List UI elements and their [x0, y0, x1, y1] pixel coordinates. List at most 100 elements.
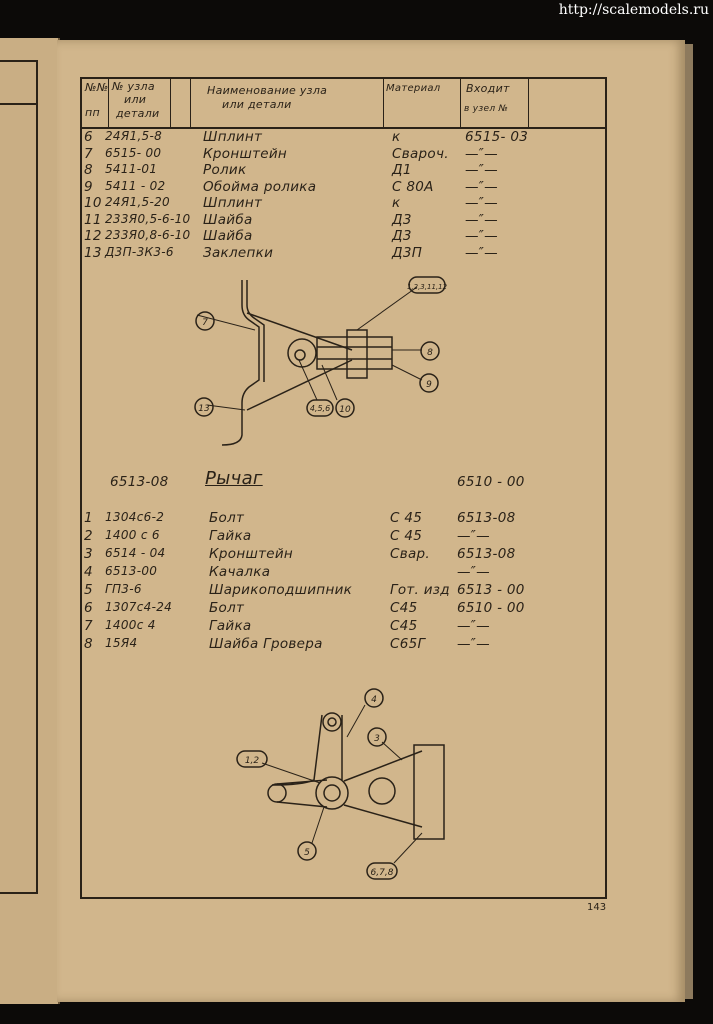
row-name: Гайка: [209, 618, 252, 634]
row-part: 5411 - 02: [105, 178, 166, 193]
row-material: Свар.: [390, 546, 431, 562]
row-n: 8: [84, 636, 93, 652]
row-assembly: —″—: [465, 195, 498, 211]
row-n: 6: [84, 600, 93, 616]
row-part: 5411-01: [105, 162, 158, 176]
callout-label: 3: [374, 734, 380, 744]
row-n: 8: [84, 162, 93, 178]
section-part-number: 6513-08: [110, 474, 169, 490]
row-n: 11: [84, 211, 102, 228]
callout-label: 9: [426, 380, 432, 390]
row-part: 1307с4-24: [105, 600, 173, 614]
row-name: Шплинт: [203, 129, 263, 145]
row-name: Болт: [209, 510, 245, 526]
row-material: Д1: [392, 162, 412, 178]
row-name: Шайба: [203, 228, 253, 244]
row-n: 7: [84, 618, 93, 634]
row-name: Заклепки: [203, 244, 274, 261]
row-material: Гот. изд: [390, 582, 450, 598]
row-assembly: —″—: [465, 211, 498, 228]
row-n: 3: [84, 546, 93, 562]
row-material: С65Г: [390, 636, 426, 652]
header-name-1: Наименование узла: [207, 84, 328, 97]
row-n: 9: [84, 178, 93, 195]
row-assembly: —″—: [457, 636, 490, 652]
row-material: Д3: [392, 211, 412, 228]
row-assembly: 6513-08: [457, 510, 516, 526]
callout-label: 10: [339, 405, 351, 415]
row-n: 12: [84, 228, 102, 244]
section-title: Рычаг: [205, 468, 263, 489]
row-name: Гайка: [209, 528, 252, 544]
header-part-3: детали: [116, 107, 160, 120]
bracket-drawing: 7 1,2,3,11,12 8 9 13 4,5,6 10: [194, 276, 448, 446]
row-material: С 45: [390, 528, 423, 544]
section-assembly: 6510 - 00: [457, 474, 525, 490]
row-n: 2: [84, 528, 93, 544]
page-number: 143: [587, 902, 607, 913]
row-name: Шплинт: [203, 195, 263, 211]
header-num-top: №№: [85, 81, 109, 94]
row-n: 7: [84, 145, 93, 162]
row-assembly: —″—: [465, 178, 498, 195]
row-n: 1: [84, 510, 93, 526]
header-num-bottom: пп: [85, 106, 100, 119]
row-part: 6513-00: [105, 564, 158, 578]
callout-label: 5: [304, 848, 310, 858]
row-n: 4: [84, 564, 93, 580]
callout-label: 13: [198, 404, 210, 414]
callout-label: 7: [202, 318, 208, 328]
row-assembly: 6515- 03: [465, 129, 529, 145]
row-assembly: —″—: [457, 528, 490, 544]
row-assembly: 6513-08: [457, 546, 516, 562]
table-header: №№ пп № узла или детали Наименование узл…: [82, 79, 605, 129]
row-part: 24Я1,5-20: [105, 195, 170, 209]
page-stack-edge: [685, 44, 693, 999]
row-material: Свароч.: [392, 145, 449, 162]
row-name: Шарикоподшипник: [209, 582, 353, 598]
row-name: Шайба Гровера: [209, 636, 323, 652]
row-part: 6514 - 04: [105, 546, 166, 560]
header-part-1: № узла: [112, 80, 155, 93]
row-material: С 80А: [392, 178, 434, 195]
adjacent-page-edge: [0, 38, 60, 1004]
row-part: Д3П-3К3-6: [105, 244, 174, 259]
header-assembly-1: Входит: [466, 82, 510, 95]
row-material: к: [392, 195, 401, 211]
row-n: 13: [84, 244, 102, 261]
row-part: 1304с6-2: [105, 510, 165, 524]
row-n: 10: [84, 195, 102, 211]
row-name: Качалка: [209, 564, 271, 580]
row-assembly: —″—: [457, 564, 490, 580]
row-assembly: —″—: [465, 145, 498, 162]
row-assembly: 6513 - 00: [457, 582, 525, 598]
row-part: 6515- 00: [105, 145, 162, 160]
callout-label: 8: [427, 348, 433, 358]
row-n: 5: [84, 582, 93, 598]
row-n: 6: [84, 129, 93, 145]
callout-label: 4: [371, 695, 377, 705]
row-name: Шайба: [203, 211, 253, 228]
row-assembly: —″—: [457, 618, 490, 634]
row-material: Д3: [392, 228, 412, 244]
callout-label: 4,5,6: [310, 404, 330, 413]
row-name: Болт: [209, 600, 245, 616]
row-part: 15Я4: [105, 636, 138, 650]
row-name: Кронштейн: [209, 546, 294, 562]
row-name: Кронштейн: [203, 145, 288, 162]
row-part: 24Я1,5-8: [105, 129, 163, 143]
row-material: С45: [390, 618, 418, 634]
table-frame: №№ пп № узла или детали Наименование узл…: [80, 77, 607, 899]
row-assembly: 6510 - 00: [457, 600, 525, 616]
row-material: С45: [390, 600, 418, 616]
callout-label: 6,7,8: [371, 868, 394, 878]
row-material: С 45: [390, 510, 423, 526]
watermark: http://scalemodels.ru: [558, 2, 709, 18]
row-name: Ролик: [203, 162, 247, 178]
row-assembly: —″—: [465, 228, 498, 244]
row-part: 1400 с 6: [105, 528, 160, 542]
lever-drawing: 4 3 1,2 5 6,7,8: [236, 688, 445, 880]
row-part: 233Я0,5-6-10: [105, 211, 191, 226]
row-material: к: [392, 129, 401, 145]
row-material: Д3П: [392, 244, 423, 261]
